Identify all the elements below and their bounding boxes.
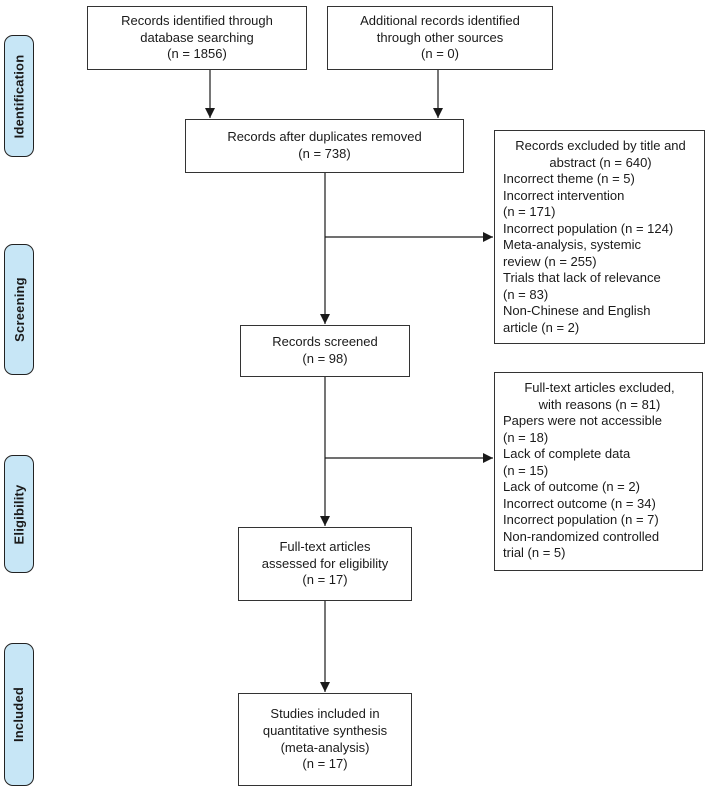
box-excluded-fulltext: Full-text articles excluded, with reason…: [494, 372, 703, 571]
box-records-screened: Records screened (n = 98): [240, 325, 410, 377]
box-studies-included: Studies included in quantitative synthes…: [238, 693, 412, 786]
exclusion-item: Papers were not accessible (n = 18): [503, 413, 662, 445]
exclusion-item: Lack of complete data (n = 15): [503, 446, 631, 478]
exclusion-item: Lack of outcome (n = 2): [503, 479, 640, 494]
box-records-after-duplicates: Records after duplicates removed (n = 73…: [185, 119, 464, 173]
exclusion-item: Incorrect intervention (n = 171): [503, 187, 625, 220]
stage-label-identification: Identification: [4, 35, 34, 157]
stage-label-screening: Screening: [4, 244, 34, 375]
box-records-other-sources: Additional records identified through ot…: [327, 6, 553, 70]
box-fulltext-assessed: Full-text articles assessed for eligibil…: [238, 527, 412, 601]
exclusion-item: Meta-analysis, systemic review (n = 255): [503, 237, 641, 269]
stage-label-text: Identification: [11, 54, 27, 138]
exclusion-item: Incorrect outcome (n = 34): [503, 495, 656, 511]
box-records-database-search: Records identified through database sear…: [87, 6, 307, 70]
exclusion-item: Incorrect population (n = 124): [503, 220, 674, 236]
exclusion-item: Non-Chinese and English article (n = 2): [503, 303, 651, 335]
exclusion-item: Incorrect population (n = 7): [503, 512, 659, 527]
stage-label-text: Screening: [11, 277, 27, 342]
stage-label-text: Eligibility: [11, 484, 27, 544]
exclusion-title: Full-text articles excluded, with reason…: [524, 380, 675, 412]
exclusion-item: Trials that lack of relevance (n = 83): [503, 270, 661, 302]
exclusion-title: Records excluded by title and abstract (…: [515, 138, 686, 170]
exclusion-item: Incorrect theme (n = 5): [503, 171, 635, 186]
stage-label-eligibility: Eligibility: [4, 455, 34, 573]
exclusion-item: Non-randomized controlled trial (n = 5): [503, 528, 660, 561]
stage-label-included: Included: [4, 643, 34, 786]
box-excluded-title-abstract: Records excluded by title and abstract (…: [494, 130, 705, 344]
stage-label-text: Included: [11, 686, 27, 743]
